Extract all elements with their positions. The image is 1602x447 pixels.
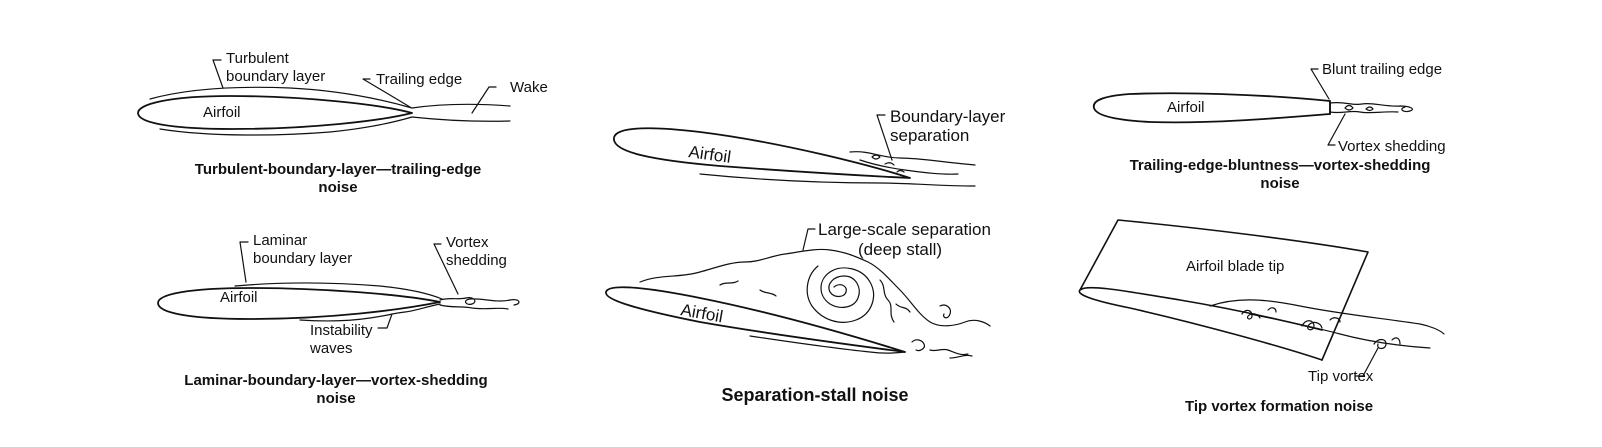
stall-turbulence-envelope (639, 248, 991, 327)
label-turbulent: Turbulent (226, 50, 290, 67)
label-boundary-layer: boundary layer (253, 250, 352, 267)
caption-line-2: noise (318, 179, 357, 196)
label-wake: Wake (510, 79, 548, 96)
label-airfoil: Airfoil (1167, 99, 1205, 116)
vortex-street (1329, 101, 1413, 114)
wake-lower (411, 116, 511, 122)
leader-wake (471, 86, 497, 114)
caption: Tip vortex formation noise (1185, 398, 1373, 415)
turbulent-boundary-layer (149, 86, 413, 109)
label-instability: Instability (310, 322, 373, 339)
label-airfoil: Airfoil (203, 104, 241, 121)
lower-surface-flow (749, 335, 906, 354)
panel-te-bluntness: Blunt trailing edge Airfoil Vortex shedd… (1092, 61, 1446, 192)
label-deep-stall: (deep stall) (858, 240, 942, 259)
laminar-boundary-layer (234, 282, 443, 300)
caption-line-1: Laminar-boundary-layer—vortex-shedding (184, 372, 487, 389)
separation-eddies (871, 154, 905, 173)
label-vortex-shedding: Vortex shedding (1338, 138, 1446, 155)
caption-line-2: noise (1260, 175, 1299, 192)
vortex-shedding-wake (439, 297, 520, 310)
panel-separation-stall: Large-scale separation (deep stall) Airf… (605, 220, 991, 405)
separated-flow-upper (849, 151, 976, 166)
caption-line-1: Turbulent-boundary-layer—trailing-edge (195, 161, 481, 178)
label-boundary-layer-separation-2: separation (890, 126, 969, 145)
tip-vortex-wake (1209, 299, 1445, 349)
label-tip-vortex: Tip vortex (1308, 368, 1374, 385)
blade-tip-airfoil (1078, 286, 1323, 361)
leader-instability (377, 313, 393, 329)
leader-blunt (1310, 68, 1330, 100)
tip-vortex-curls (1241, 307, 1401, 350)
label-trailing-edge: Trailing edge (376, 71, 462, 88)
label-boundary-layer: boundary layer (226, 68, 325, 85)
label-blunt-trailing-edge: Blunt trailing edge (1322, 61, 1442, 78)
leader-separation (876, 114, 893, 161)
leader-vortex (433, 243, 459, 295)
airfoil-shape (605, 286, 906, 353)
caption-line-2: noise (316, 390, 355, 407)
airfoil-shape (1092, 92, 1331, 124)
panel-tip-vortex: Airfoil blade tip Tip vortex Tip vortex … (1078, 219, 1445, 415)
label-large-scale-separation: Large-scale separation (818, 220, 991, 239)
caption-line-1: Trailing-edge-bluntness—vortex-shedding (1130, 157, 1431, 174)
leader-trailing-edge (362, 78, 411, 108)
stall-swirl (806, 265, 875, 323)
leader-tip-vortex (1354, 347, 1379, 377)
caption: Separation-stall noise (721, 385, 908, 405)
separated-flow-lower (699, 173, 976, 187)
leader-vortex (1327, 113, 1346, 146)
leader-large-scale (802, 228, 816, 251)
airfoil-shape (137, 95, 413, 130)
separated-flow-mid (859, 159, 959, 175)
stall-eddies (719, 279, 973, 359)
label-airfoil-blade-tip: Airfoil blade tip (1186, 258, 1284, 275)
label-waves: waves (309, 340, 353, 357)
turbulent-boundary-layer-lower (159, 116, 413, 136)
blade-planform (1079, 219, 1369, 361)
leader-laminar (239, 241, 249, 283)
label-shedding: shedding (446, 252, 507, 269)
airfoil-shape (157, 287, 441, 320)
airfoil-shape (613, 127, 911, 179)
panel-bl-separation: Boundary-layer separation Airfoil (613, 107, 1006, 187)
label-laminar: Laminar (253, 232, 307, 249)
wake-upper (411, 103, 511, 109)
label-vortex: Vortex (446, 234, 489, 251)
label-airfoil: Airfoil (220, 289, 258, 306)
leader-turbulent (212, 59, 224, 89)
panel-tbl-te: Turbulent boundary layer Trailing edge W… (137, 50, 548, 196)
instability-waves (299, 303, 441, 322)
vortex-curls (1344, 104, 1374, 112)
panel-lbl-vs: Laminar boundary layer Vortex shedding A… (157, 232, 520, 407)
label-boundary-layer-separation-1: Boundary-layer (890, 107, 1006, 126)
